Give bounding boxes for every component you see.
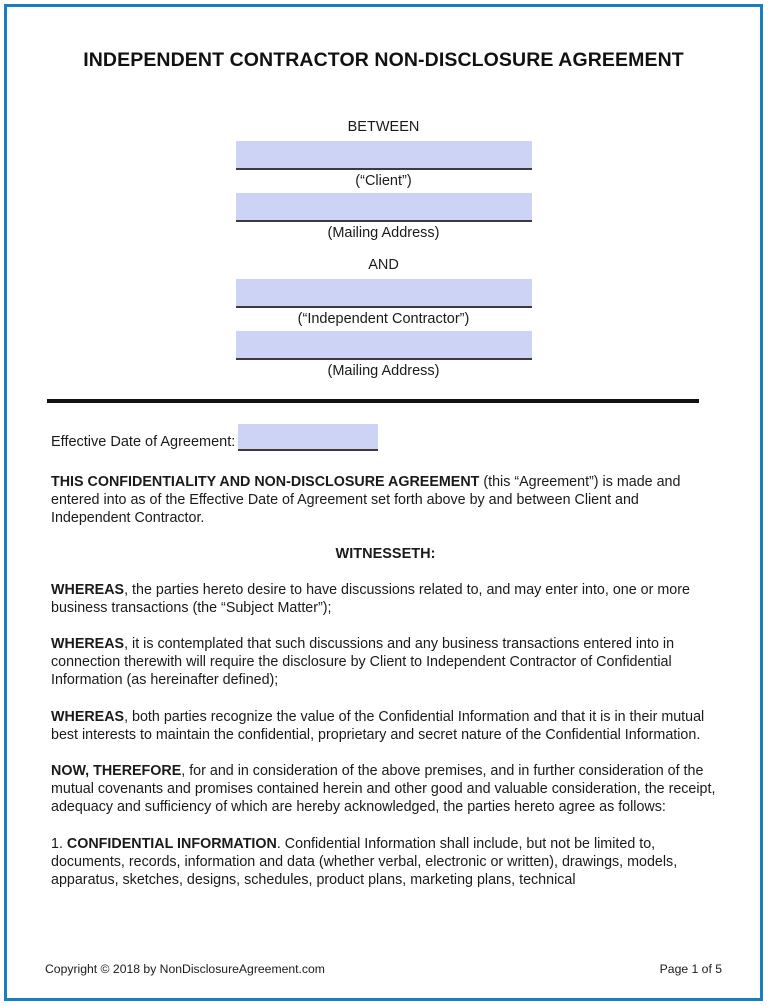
document-page: INDEPENDENT CONTRACTOR NON-DISCLOSURE AG… [4, 4, 763, 1001]
section-1-confidential-information: 1. CONFIDENTIAL INFORMATION. Confidentia… [51, 835, 720, 890]
whereas-2-rest: , it is contemplated that such discussio… [51, 636, 675, 689]
whereas-1-bold: WHEREAS [51, 581, 125, 598]
whereas-1-rest: , the parties hereto desire to have disc… [51, 581, 690, 616]
effective-date-label: Effective Date of Agreement: [51, 433, 236, 450]
client-name-caption: (“Client”) [355, 173, 412, 189]
witnesseth-heading: WITNESSETH: [335, 545, 436, 562]
parties-section: BETWEEN (“Client”) (Mailing Address) AND… [45, 119, 722, 379]
whereas-paragraph-2: WHEREAS, it is contemplated that such di… [51, 635, 720, 690]
page-footer: Copyright © 2018 by NonDisclosureAgreeme… [45, 962, 722, 976]
section-1-heading: CONFIDENTIAL INFORMATION [66, 835, 277, 852]
footer-copyright: Copyright © 2018 by NonDisclosureAgreeme… [45, 962, 325, 976]
section-1-number: 1. [51, 835, 67, 852]
intro-paragraph: THIS CONFIDENTIALITY AND NON-DISCLOSURE … [51, 473, 720, 528]
contractor-name-field[interactable] [235, 279, 532, 308]
agreement-body: THIS CONFIDENTIALITY AND NON-DISCLOSURE … [45, 473, 722, 889]
intro-bold-lead: THIS CONFIDENTIALITY AND NON-DISCLOSURE … [51, 474, 480, 490]
client-name-field[interactable] [235, 141, 532, 170]
now-therefore-rest: , for and in consideration of the above … [51, 763, 716, 816]
page-title: INDEPENDENT CONTRACTOR NON-DISCLOSURE AG… [83, 49, 684, 71]
contractor-name-caption: (“Independent Contractor”) [297, 311, 470, 327]
contractor-address-caption: (Mailing Address) [327, 363, 440, 379]
section-divider [47, 399, 699, 403]
now-therefore-paragraph: NOW, THEREFORE, for and in consideration… [51, 762, 720, 817]
effective-date-field[interactable] [238, 424, 379, 451]
footer-page-number: Page 1 of 5 [659, 962, 722, 976]
section-1-text: . Confidential Information shall include… [51, 835, 678, 889]
between-heading: BETWEEN [347, 119, 420, 135]
client-name-row: (“Client”) [235, 141, 532, 189]
contractor-address-row: (Mailing Address) [235, 331, 532, 379]
client-address-row: (Mailing Address) [235, 193, 532, 241]
now-therefore-bold: NOW, THEREFORE [51, 763, 182, 780]
and-heading: AND [368, 257, 399, 273]
whereas-2-bold: WHEREAS [51, 636, 125, 653]
effective-date-row: Effective Date of Agreement: [45, 424, 722, 451]
contractor-address-field[interactable] [235, 331, 532, 360]
client-address-field[interactable] [235, 193, 532, 222]
spacer [45, 245, 722, 257]
whereas-paragraph-3: WHEREAS, both parties recognize the valu… [51, 708, 720, 744]
client-address-caption: (Mailing Address) [327, 225, 440, 241]
intro-rest: (this “Agreement”) is made and entered i… [51, 474, 681, 527]
contractor-name-row: (“Independent Contractor”) [235, 279, 532, 327]
whereas-paragraph-1: WHEREAS, the parties hereto desire to ha… [51, 581, 720, 617]
page-content: INDEPENDENT CONTRACTOR NON-DISCLOSURE AG… [7, 7, 760, 998]
whereas-3-bold: WHEREAS [51, 708, 125, 725]
whereas-3-rest: , both parties recognize the value of th… [51, 708, 705, 743]
